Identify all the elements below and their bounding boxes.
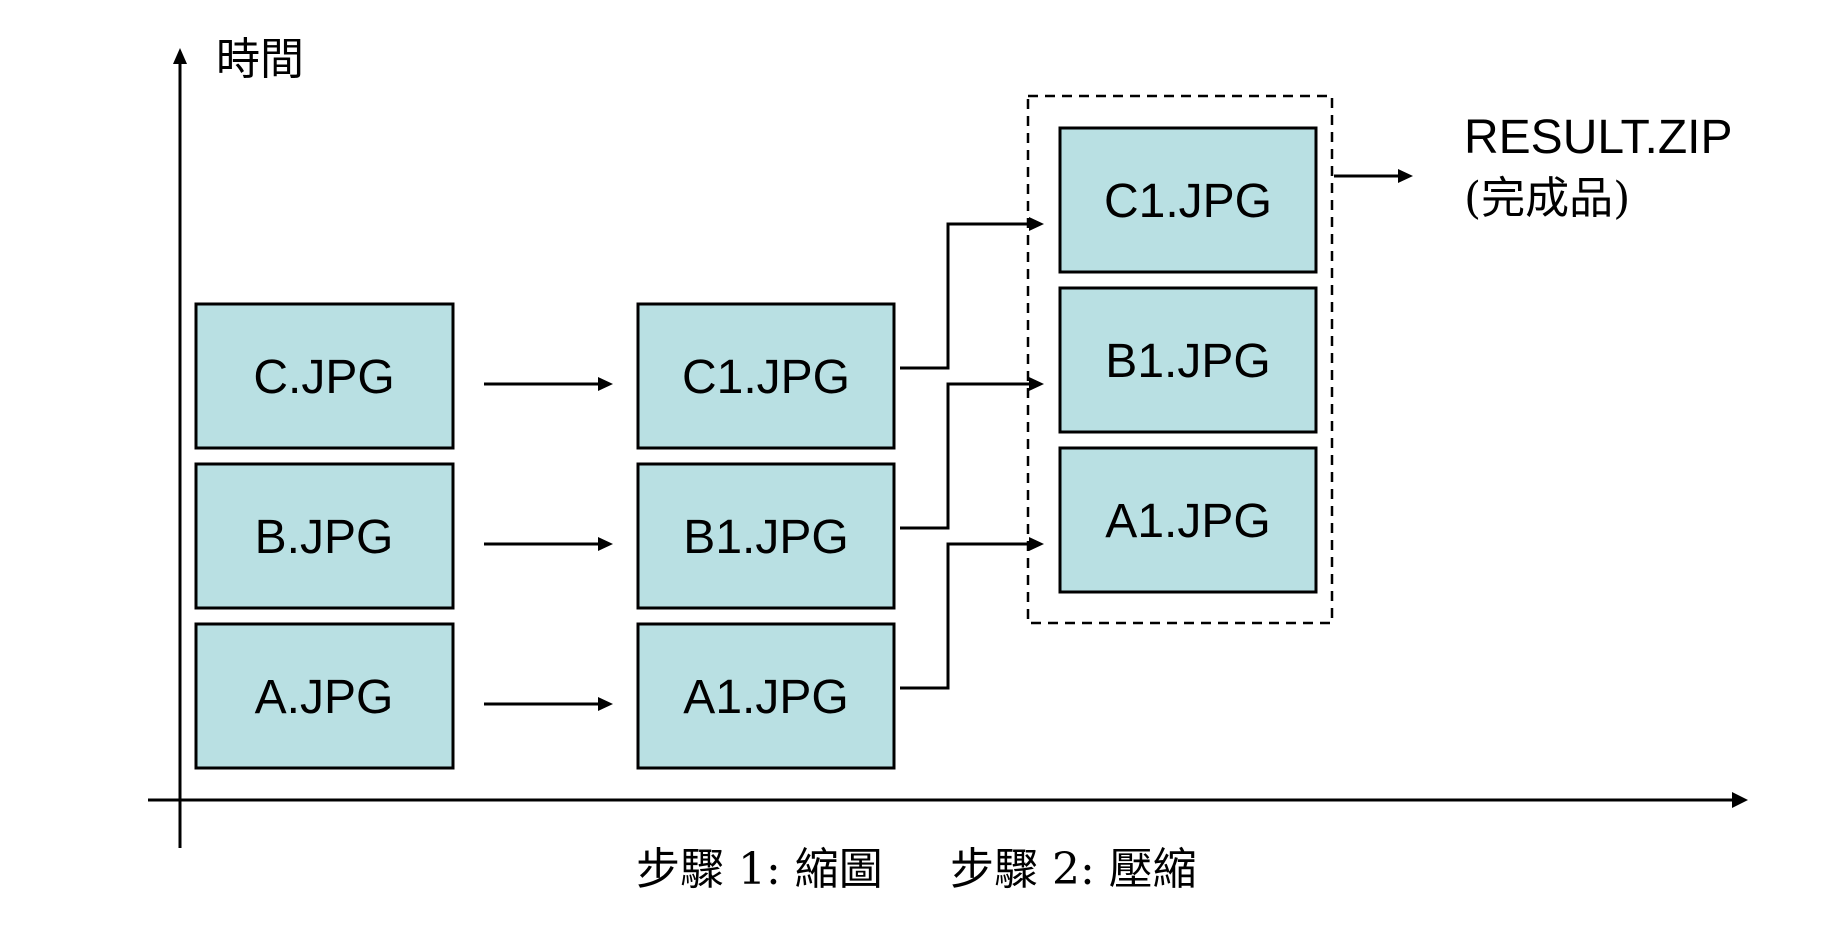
x-axis-arrowhead xyxy=(1732,792,1748,808)
file-label-b: B.JPG xyxy=(255,511,394,564)
connector-a1 xyxy=(900,542,1030,690)
zipped-box-b1 xyxy=(1058,286,1318,434)
output-arrowhead xyxy=(1398,169,1413,183)
y-axis-label: 時間 xyxy=(216,34,304,85)
result-caption: (完成品) xyxy=(1464,173,1630,224)
connector-head-c1 xyxy=(1029,217,1044,231)
zip-archive-container xyxy=(1026,94,1334,625)
input-column: C.JPG B.JPG A.JPG xyxy=(194,302,455,770)
zipped-column: C1.JPG B1.JPG A1.JPG xyxy=(1058,126,1318,594)
zipped-box-c1 xyxy=(1058,126,1318,274)
resized-box-b1 xyxy=(636,462,896,610)
file-box-b xyxy=(194,462,455,610)
resize-arrows xyxy=(484,377,613,711)
resized-box-a1 xyxy=(636,622,896,770)
resized-column: C1.JPG B1.JPG A1.JPG xyxy=(636,302,896,770)
zipped-box-a1 xyxy=(1058,446,1318,594)
zipped-label-c1: C1.JPG xyxy=(1104,175,1272,228)
resized-box-c1 xyxy=(636,302,896,450)
file-box-c xyxy=(194,302,455,450)
connector-head-a1 xyxy=(1029,537,1044,551)
resized-label-c1: C1.JPG xyxy=(682,351,850,404)
connector-b1 xyxy=(900,382,1030,530)
step-1-label: 步驟 1: 縮圖 xyxy=(636,844,883,895)
file-label-c: C.JPG xyxy=(253,351,394,404)
file-box-a xyxy=(194,622,455,770)
zipped-label-a1: A1.JPG xyxy=(1105,495,1270,548)
resized-label-b1: B1.JPG xyxy=(683,511,848,564)
resized-label-a1: A1.JPG xyxy=(683,671,848,724)
zipped-label-b1: B1.JPG xyxy=(1105,335,1270,388)
connector-c1 xyxy=(900,222,1030,370)
arrowhead-b xyxy=(598,537,613,551)
arrowhead-c xyxy=(598,377,613,391)
file-label-a: A.JPG xyxy=(255,671,394,724)
arrowhead-a xyxy=(598,697,613,711)
step-2-label: 步驟 2: 壓縮 xyxy=(950,844,1197,895)
y-axis-arrowhead xyxy=(173,48,187,64)
result-filename: RESULT.ZIP xyxy=(1464,111,1733,164)
compress-connectors xyxy=(900,217,1044,690)
connector-head-b1 xyxy=(1029,377,1044,391)
